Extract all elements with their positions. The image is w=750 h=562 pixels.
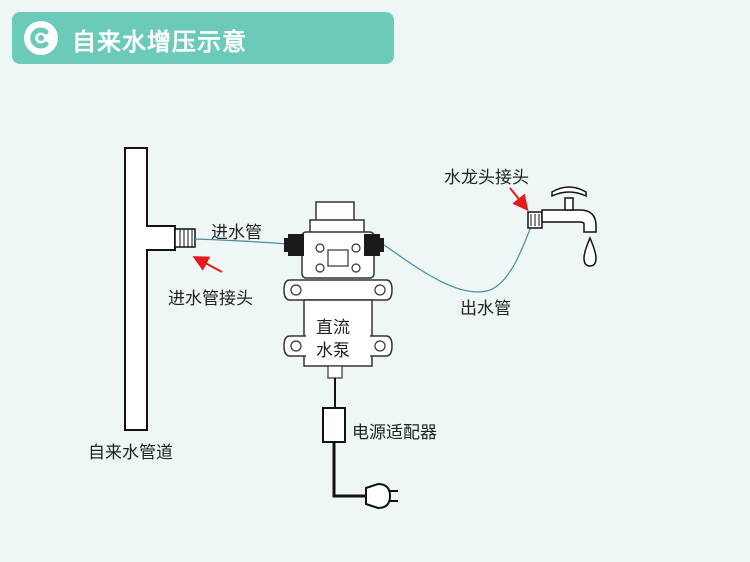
outlet-pipe-label: 出水管 (460, 299, 511, 319)
pump-label-line2: 水泵 (316, 341, 350, 361)
inlet-pipe-label: 进水管 (211, 223, 262, 243)
main-water-pipe (124, 147, 176, 431)
outlet-hose (383, 223, 533, 293)
faucet-icon (527, 186, 597, 233)
page-title: 自来水增压示意 (72, 28, 247, 56)
dc-pump (283, 201, 393, 379)
pointer-arrow-icon (192, 256, 223, 273)
main-pipe-label: 自来水管道 (88, 443, 173, 463)
inlet-connector (174, 228, 196, 248)
water-drop-icon (583, 236, 597, 267)
title-bar: 自来水增压示意 (12, 12, 394, 64)
title-badge-icon (24, 21, 58, 55)
pump-label-line1: 直流 (316, 318, 350, 338)
power-adapter-box (322, 407, 346, 443)
pointer-arrow-icon (509, 187, 529, 212)
power-cable-bottom (332, 442, 366, 498)
plug-icon (365, 482, 398, 510)
inlet-hose (194, 238, 289, 245)
inlet-connector-label: 进水管接头 (168, 289, 253, 309)
faucet-connector-label: 水龙头接头 (444, 168, 529, 188)
power-adapter-label: 电源适配器 (352, 423, 437, 443)
